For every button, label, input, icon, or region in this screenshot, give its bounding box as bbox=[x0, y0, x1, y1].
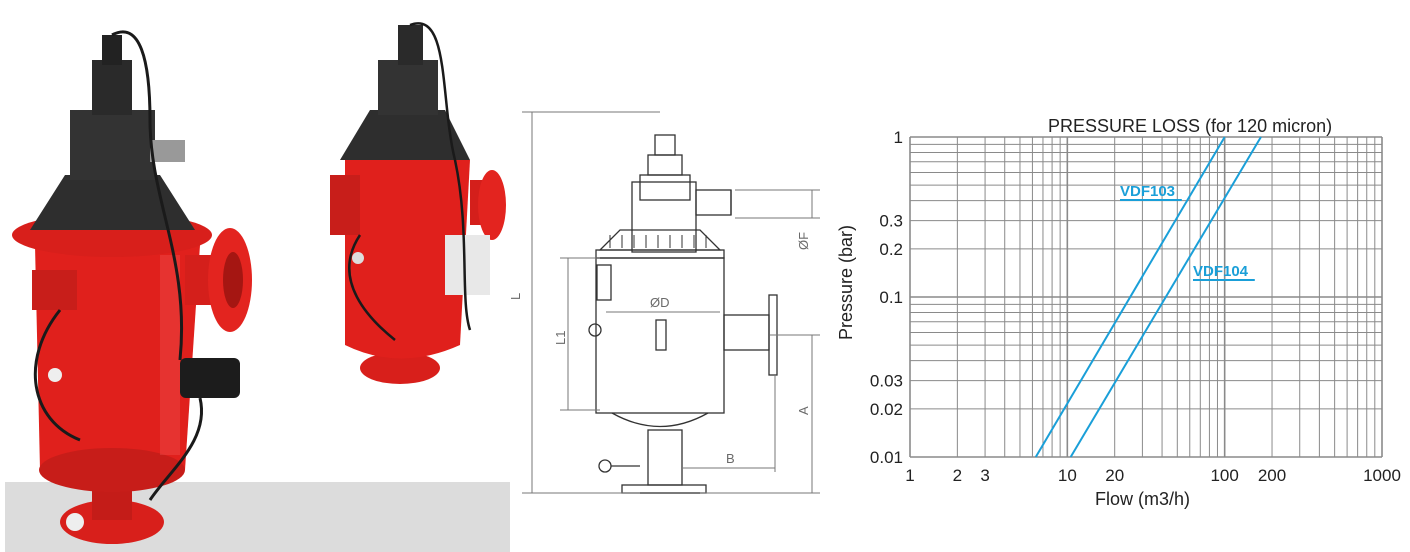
series-line bbox=[1069, 136, 1262, 458]
series-label: VDF103 bbox=[1120, 183, 1175, 200]
controller-unit bbox=[180, 358, 240, 398]
y-tick-label: 0.03 bbox=[870, 372, 903, 391]
x-tick-label: 1000 bbox=[1363, 466, 1401, 485]
control-box bbox=[32, 270, 77, 310]
bottom-flange bbox=[60, 500, 164, 544]
x-tick-label: 100 bbox=[1210, 466, 1238, 485]
y-tick-label: 1 bbox=[894, 128, 903, 147]
x-tick-label: 10 bbox=[1058, 466, 1077, 485]
x-tick-label: 20 bbox=[1105, 466, 1124, 485]
y-axis-label: Pressure (bar) bbox=[836, 225, 856, 340]
chart-title: PRESSURE LOSS (for 120 micron) bbox=[1048, 116, 1332, 136]
chart-grid bbox=[909, 136, 1383, 458]
y-tick-label: 0.1 bbox=[879, 288, 903, 307]
series-label: VDF104 bbox=[1193, 263, 1249, 280]
dim-L1: L1 bbox=[553, 331, 568, 345]
y-tick-label: 0.01 bbox=[870, 448, 903, 467]
x-tick-label: 1 bbox=[905, 466, 914, 485]
dim-F: ØF bbox=[796, 232, 811, 250]
controller-panel-small bbox=[445, 235, 490, 295]
x-axis-label: Flow (m3/h) bbox=[1095, 489, 1190, 509]
dim-A: A bbox=[796, 406, 811, 415]
x-tick-label: 2 bbox=[953, 466, 962, 485]
x-tick-label: 200 bbox=[1258, 466, 1286, 485]
dim-L: L bbox=[508, 293, 523, 300]
y-tick-label: 0.02 bbox=[870, 400, 903, 419]
dim-B: B bbox=[726, 451, 735, 466]
bottom-flange-small bbox=[360, 352, 440, 384]
y-tick-label: 0.2 bbox=[879, 240, 903, 259]
filter-body-small bbox=[345, 160, 470, 359]
y-tick-label: 0.3 bbox=[879, 212, 903, 231]
dim-D: ØD bbox=[650, 295, 670, 310]
x-tick-label: 3 bbox=[980, 466, 989, 485]
series-line bbox=[1034, 136, 1226, 458]
